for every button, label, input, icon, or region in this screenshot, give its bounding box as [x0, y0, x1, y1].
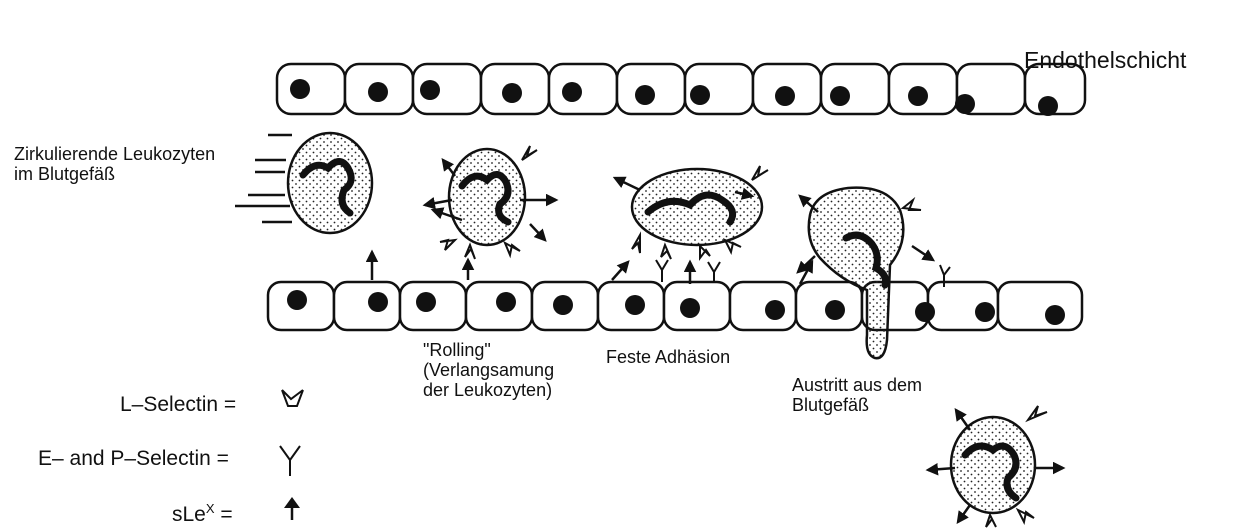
- endothelial-layer-label: Endothelschicht: [1024, 48, 1186, 74]
- slex-arrows: [372, 252, 812, 284]
- extravasation-label: Austritt aus dem Blutgefäß: [792, 375, 922, 415]
- circulating-leukocyte: [235, 133, 372, 233]
- transmigrating-leukocyte: [798, 188, 950, 359]
- slex-icon: [284, 497, 300, 520]
- endothelial-cell: [334, 282, 400, 330]
- l-selectin-icon: [282, 390, 303, 406]
- legend-ep-selectin-label: E– and P–Selectin =: [38, 447, 229, 471]
- endothelial-cell: [730, 282, 796, 330]
- endothelial-cell: [998, 282, 1082, 330]
- legend-l-selectin-label: L–Selectin =: [120, 393, 236, 417]
- firm-adhesion-label: Feste Adhäsion: [606, 347, 730, 367]
- rolling-leukocyte: [425, 146, 556, 259]
- adherent-leukocyte: [615, 166, 768, 282]
- legend-slex-suffix: =: [215, 503, 233, 526]
- rolling-label: "Rolling" (Verlangsamung der Leukozyten): [423, 340, 554, 400]
- endothelial-layer-bottom: [268, 282, 1082, 330]
- exited-leukocyte: [928, 406, 1063, 527]
- endothelial-cell: [549, 64, 617, 114]
- circulating-leukocytes-label: Zirkulierende Leukozyten im Blutgefäß: [14, 144, 215, 184]
- legend-slex-prefix: sLe: [172, 503, 206, 526]
- endothelial-cell: [821, 64, 889, 114]
- legend-slex-superscript: X: [206, 501, 215, 516]
- endothelial-cell: [277, 64, 345, 114]
- legend-slex-label: sLeX =: [172, 502, 233, 527]
- ep-selectin-icon: [280, 446, 300, 476]
